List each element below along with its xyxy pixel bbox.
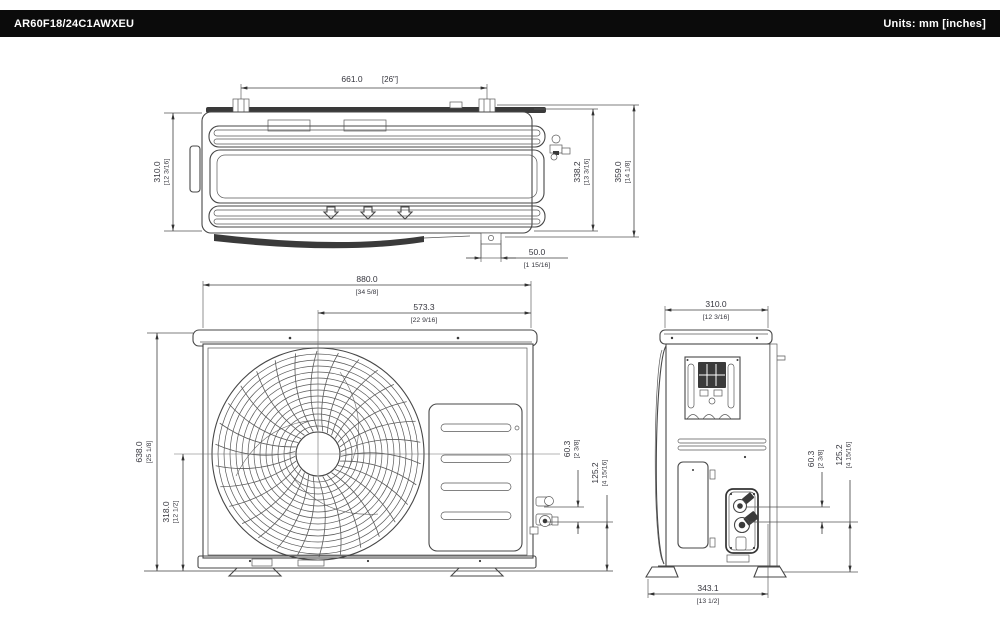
coil-guard-edge <box>655 345 667 565</box>
front-body <box>202 343 534 559</box>
side-foot-left <box>645 566 679 578</box>
dim-text: [34 5/8] <box>356 289 379 296</box>
dim-text: 125.2 <box>834 444 844 466</box>
dim-text: 343.1 <box>697 583 719 593</box>
dim-top-total-depth: 359.0 [14 1/8] <box>497 104 639 238</box>
dim-text: 50.0 <box>529 247 546 257</box>
mount-bracket-right <box>478 98 496 113</box>
dim-top-pipe-offset: 50.0 [1 15/16] <box>466 240 568 269</box>
dim-text: 359.0 <box>613 161 623 183</box>
title-bar: AR60F18/24C1AWXEU Units: mm [inches] <box>0 10 1000 37</box>
dim-side-valve-height: 125.2 [4 15/16] <box>783 442 858 573</box>
dim-text: 880.0 <box>356 274 378 284</box>
dim-text: 310.0 <box>705 299 727 309</box>
dim-text: 60.3 <box>562 440 572 457</box>
dim-text: [14 1/8] <box>625 161 632 184</box>
dim-front-valve-gap: 60.3 [2 3/8] <box>544 439 613 534</box>
dim-text: [13 1/2] <box>697 598 720 605</box>
front-panel-edge <box>769 343 778 567</box>
drain-outlet <box>726 554 750 563</box>
side-louver-panel <box>428 403 523 552</box>
pipe-leg <box>480 232 502 259</box>
dim-text: [22 9/16] <box>411 317 438 324</box>
dim-text: [26"] <box>382 75 398 84</box>
top-view: 661.0 [26"] 310.0 [12 3/16] 338.2 [13 3/… <box>152 74 639 269</box>
dim-text: [12 1/2] <box>173 501 180 524</box>
service-valves-top <box>549 134 571 161</box>
dim-text: 310.0 <box>152 161 162 183</box>
dim-text: [25 1/8] <box>146 441 153 464</box>
units-label: Units: mm [inches] <box>883 17 986 30</box>
base-rail <box>197 555 537 569</box>
service-valves-front <box>529 496 559 535</box>
mount-bracket-left <box>232 98 250 113</box>
dim-text: [1 15/16] <box>524 262 551 269</box>
dim-front-valve-offset: 573.3 [22 9/16] <box>318 302 531 324</box>
fan-scroll-shadow <box>214 234 424 249</box>
coil-bulge <box>189 145 201 193</box>
dim-text: 60.3 <box>806 450 816 467</box>
dim-front-width: 880.0 [34 5/8] <box>202 274 532 328</box>
liquid-valve <box>733 516 751 534</box>
clip <box>449 101 463 109</box>
model-number: AR60F18/24C1AWXEU <box>14 17 135 30</box>
dim-front-height: 638.0 [25 1/8] <box>134 332 193 571</box>
valve-panel <box>725 488 759 554</box>
side-lower-panel <box>677 461 709 549</box>
dim-side-depth: 310.0 [12 3/16] <box>664 299 769 328</box>
dim-text: [4 15/16] <box>846 442 853 469</box>
fan-guard-spokes <box>215 350 421 558</box>
foot-left <box>227 567 283 577</box>
dim-text: 338.2 <box>572 161 582 183</box>
foot-right <box>449 567 505 577</box>
fan-blades <box>235 371 379 515</box>
dim-side-foot-depth: 343.1 [13 1/2] <box>647 524 769 605</box>
dim-front-valve-height: 125.2 [4 15/16] <box>590 460 609 571</box>
dim-text: 638.0 <box>134 441 144 463</box>
dim-top-depth: 310.0 [12 3/16] <box>152 112 202 232</box>
terminal-plate <box>684 356 741 420</box>
dim-text: [12 3/16] <box>164 159 171 186</box>
dim-top-body-depth: 338.2 [13 3/16] <box>534 108 598 232</box>
dim-side-valve-gap: 60.3 [2 3/8] <box>746 449 858 534</box>
dim-text: 573.3 <box>413 302 435 312</box>
dim-text: 318.0 <box>161 501 171 523</box>
dim-text: [12 3/16] <box>703 314 730 321</box>
dim-text: 661.0 <box>341 74 363 84</box>
side-top-cap <box>659 329 773 345</box>
side-view: 310.0 [12 3/16] 60.3 [2 3/8] 125.2 [4 15… <box>645 299 858 605</box>
dim-top-mount-width: 661.0 [26"] <box>240 74 488 99</box>
dim-text: [13 3/16] <box>584 159 591 186</box>
side-foot-right <box>753 566 787 578</box>
gas-valve <box>732 498 748 514</box>
dim-text: [4 15/16] <box>602 460 609 487</box>
dim-text: [2 3/8] <box>818 449 825 468</box>
dim-text: [2 3/8] <box>574 439 581 458</box>
front-view: 880.0 [34 5/8] 573.3 [22 9/16] 638.0 [25… <box>134 274 613 577</box>
airflow-arrow-icons <box>322 206 414 220</box>
dim-text: 125.2 <box>590 462 600 484</box>
dim-front-fan-center: 318.0 [12 1/2] <box>161 454 185 571</box>
